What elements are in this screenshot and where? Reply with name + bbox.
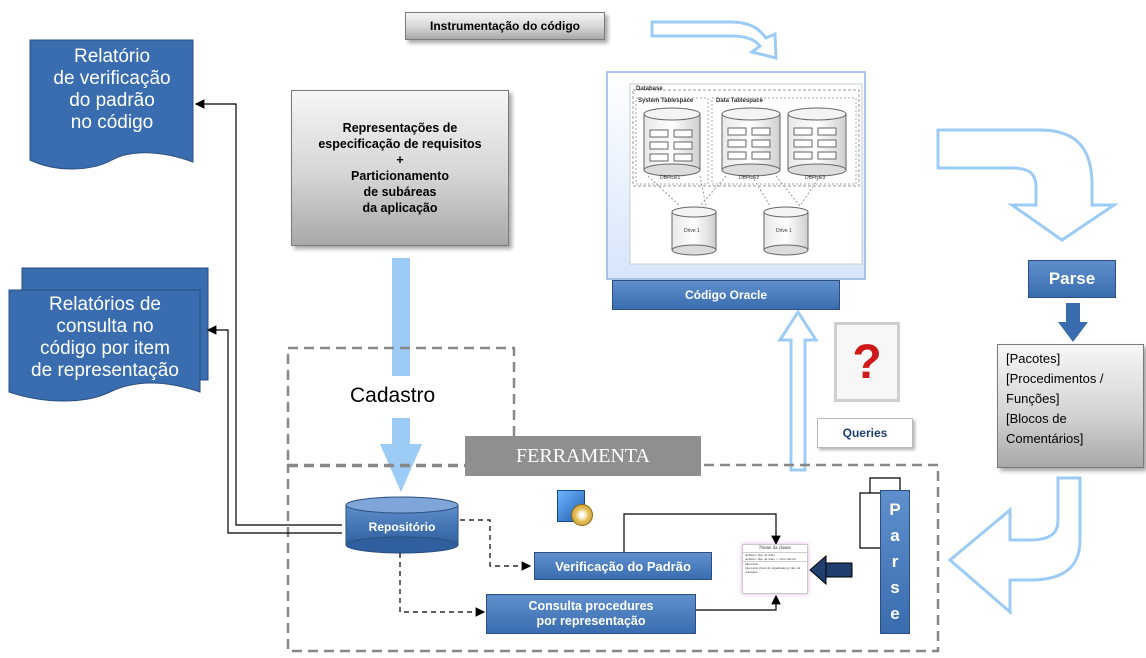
parse-list-item: [Pacotes]	[1006, 351, 1061, 366]
class-card-title: Nome da classe	[743, 545, 807, 553]
requirements-plus: +	[396, 153, 404, 167]
oracle-data-tablespace: Data Tablespace	[716, 98, 763, 104]
curved-arrow-right-bottom	[947, 476, 1082, 616]
repository-cylinder	[345, 496, 459, 554]
class-card-line: atributo: tipo de dado = valor inicial	[745, 557, 796, 561]
ferramenta-label-box: FERRAMENTA	[465, 436, 701, 476]
requirements-line: Representações de	[342, 121, 458, 135]
parse-down-arrow-head	[1058, 322, 1088, 342]
software-box-icon	[557, 490, 593, 526]
question-person-icon: ?	[834, 322, 900, 402]
dbfile1-cylinder	[643, 107, 701, 177]
parse-list-item: [Procedimentos /	[1006, 371, 1104, 386]
curved-arrow-right-top	[936, 128, 1119, 242]
oracle-label: Código Oracle	[684, 288, 767, 302]
parse-to-card-arrow-head	[809, 554, 827, 586]
parse-list-item: Funções]	[1006, 391, 1060, 406]
class-card-line: Operação	[743, 561, 807, 566]
dbfile3-cylinder	[787, 107, 847, 177]
requirements-line: da aplicação	[362, 201, 438, 215]
report-verification-line: do padrão	[69, 90, 155, 111]
class-card-line: Operação (lista de argumentos): tipo de …	[745, 566, 801, 574]
oracle-label-bar: Código Oracle	[612, 280, 840, 310]
verification-label: Verificação do Padrão	[555, 558, 691, 574]
parse-vertical-letter: P	[889, 500, 901, 519]
parse-vertical-letter: e	[890, 604, 900, 623]
cadastro-down-arrow-shaft	[392, 418, 410, 446]
parse-vertical-letter: r	[891, 552, 899, 571]
consulta-line: Consulta procedures	[528, 599, 654, 613]
consulta-box: Consulta procedures por representação	[486, 594, 696, 634]
oracle-dbfile2: DBFILE2	[739, 175, 760, 181]
parse-list-item: Comentários]	[1006, 431, 1084, 446]
oracle-dbfile1: DBFILE1	[660, 175, 681, 181]
cadastro-down-arrow-head	[380, 444, 422, 492]
class-card: Nome da classe atributo: tipo de dado at…	[742, 544, 808, 594]
parse-list-box: [Pacotes] [Procedimentos / Funções] [Blo…	[997, 344, 1144, 468]
oracle-drive-left: Drive 1	[684, 228, 700, 234]
dbfile2-cylinder	[721, 107, 781, 177]
connector-to-verification-report	[194, 99, 342, 526]
ferramenta-label: FERRAMENTA	[516, 444, 650, 467]
report-verification-line: no código	[70, 112, 154, 133]
report-verification-shape	[29, 39, 194, 170]
parse-vertical-letter: s	[890, 578, 900, 597]
report-verification-line: de verificação	[53, 68, 171, 89]
oracle-dbfile3: DBFILE3	[805, 175, 826, 181]
report-query-line: de representação	[31, 360, 179, 381]
report-query-line: Relatórios de	[49, 294, 161, 315]
connector-to-query-report	[206, 325, 342, 534]
report-verification-line: Relatório	[73, 46, 151, 67]
report-query-line: consulta no	[56, 316, 154, 337]
requirements-line: Particionamento	[351, 169, 449, 183]
parse-box: Parse	[1028, 260, 1116, 298]
connector-consulta-to-card	[696, 594, 781, 611]
requirements-down-arrow	[392, 258, 410, 376]
requirements-box: Representações de especificação de requi…	[291, 90, 509, 246]
connector-verification-to-card	[623, 513, 781, 552]
verification-box: Verificação do Padrão	[534, 552, 712, 580]
cadastro-label: Cadastro	[350, 384, 436, 407]
drive-right-cylinder	[763, 206, 809, 256]
repository-text: Repositório	[368, 520, 436, 534]
oracle-drive-right: Drive 1	[776, 228, 792, 234]
queries-box: Queries	[817, 418, 913, 448]
report-verification-text: Relatório de verificação do padrão no có…	[32, 46, 192, 134]
repository-label: Repositório	[346, 512, 458, 542]
instrumentation-box: Instrumentação do código	[405, 12, 605, 40]
parse-vertical-box: P a r s e	[880, 490, 910, 634]
report-query-line: código por item	[40, 338, 170, 359]
connector-parse-top	[869, 477, 901, 493]
class-card-line: atributo: tipo de dado	[745, 553, 776, 557]
connector-repo-to-consulta	[399, 553, 486, 617]
requirements-line: de subáreas	[363, 185, 437, 199]
report-query-shape	[8, 289, 201, 402]
parse-down-arrow-shaft	[1066, 303, 1080, 325]
drive-left-cylinder	[671, 206, 717, 256]
instrumentation-label: Instrumentação do código	[429, 19, 580, 33]
requirements-line: especificação de requisitos	[318, 137, 482, 151]
queries-label: Queries	[842, 426, 888, 440]
report-query-text: Relatórios de consulta no código por ite…	[12, 294, 198, 382]
queries-up-arrow	[777, 309, 819, 472]
instrumentation-arrow	[650, 20, 778, 60]
parse-label: Parse	[1048, 269, 1096, 288]
oracle-db-title: Database	[636, 86, 663, 92]
oracle-system-tablespace: System Tablespace	[638, 98, 694, 104]
parse-vertical-letter: a	[890, 526, 900, 545]
parse-list-item: [Blocos de	[1006, 411, 1067, 426]
consulta-line: por representação	[536, 614, 646, 628]
